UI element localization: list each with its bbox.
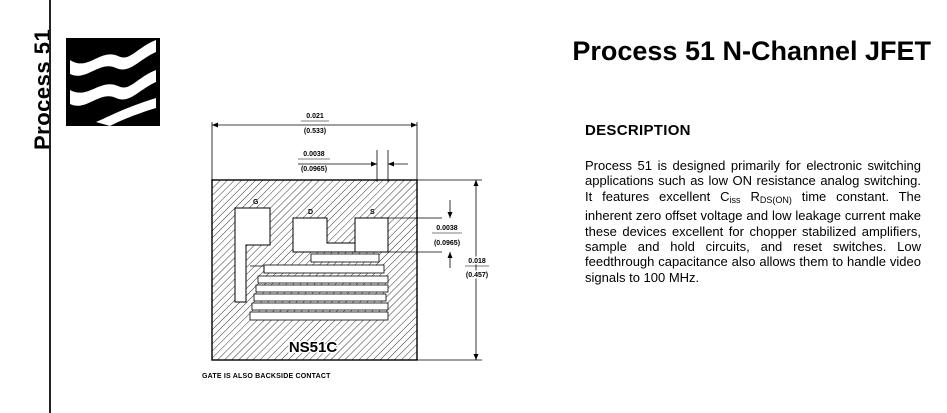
die-diagram: 0.021 (0.533) 0.0038 (0.0965) G D S NS51…: [211, 113, 490, 361]
finger: [310, 253, 380, 263]
rds-subscript: DS(ON): [759, 194, 792, 205]
finger: [263, 264, 385, 274]
pad-size-inches: 0.0038: [436, 225, 458, 232]
side-tab-label: Process 51: [30, 28, 55, 150]
finger: [251, 302, 389, 311]
source-pad: [354, 217, 389, 253]
rds-symbol: R: [750, 188, 760, 204]
finger: [255, 284, 389, 293]
page-title: Process 51 N-Channel JFET: [572, 36, 931, 66]
national-semiconductor-logo: [66, 38, 160, 126]
finger: [257, 275, 389, 284]
height-inches: 0.018: [468, 258, 486, 265]
gate-pad: [234, 207, 271, 303]
arrow-up-icon: [473, 180, 479, 186]
arrow-left-icon: [212, 122, 218, 128]
side-tab: Process 51: [0, 0, 55, 200]
die-label: NS51C: [289, 339, 338, 356]
gate-label: G: [253, 199, 259, 206]
description-text-part1: Process 51 is designed primarily for ele…: [585, 158, 921, 204]
arrow-right-icon: [411, 122, 417, 128]
height-mm: (0.457): [466, 272, 488, 279]
description-text-part2: time constant. The inherent zero offset …: [585, 188, 921, 285]
width-mm: (0.533): [304, 128, 326, 135]
arrow-up-icon: [447, 252, 453, 258]
finger: [253, 293, 387, 302]
pad-size-mm: (0.0965): [434, 240, 460, 247]
arrow-right-icon: [371, 161, 377, 167]
pad-offset-inches: 0.0038: [303, 151, 325, 158]
arrow-down-icon: [473, 354, 479, 360]
backside-contact-note: GATE IS ALSO BACKSIDE CONTACT: [202, 373, 331, 380]
arrow-down-icon: [447, 212, 453, 218]
width-inches: 0.021: [306, 113, 324, 120]
description-text: Process 51 is designed primarily for ele…: [585, 158, 921, 285]
arrow-left-icon: [388, 161, 394, 167]
description-heading: DESCRIPTION: [585, 122, 691, 139]
vertical-rule: [49, 0, 51, 413]
pad-offset-mm: (0.0965): [301, 166, 327, 173]
finger: [249, 311, 389, 321]
source-label: S: [370, 209, 375, 216]
drain-label: D: [308, 209, 313, 216]
ciss-subscript: iss: [729, 194, 741, 205]
